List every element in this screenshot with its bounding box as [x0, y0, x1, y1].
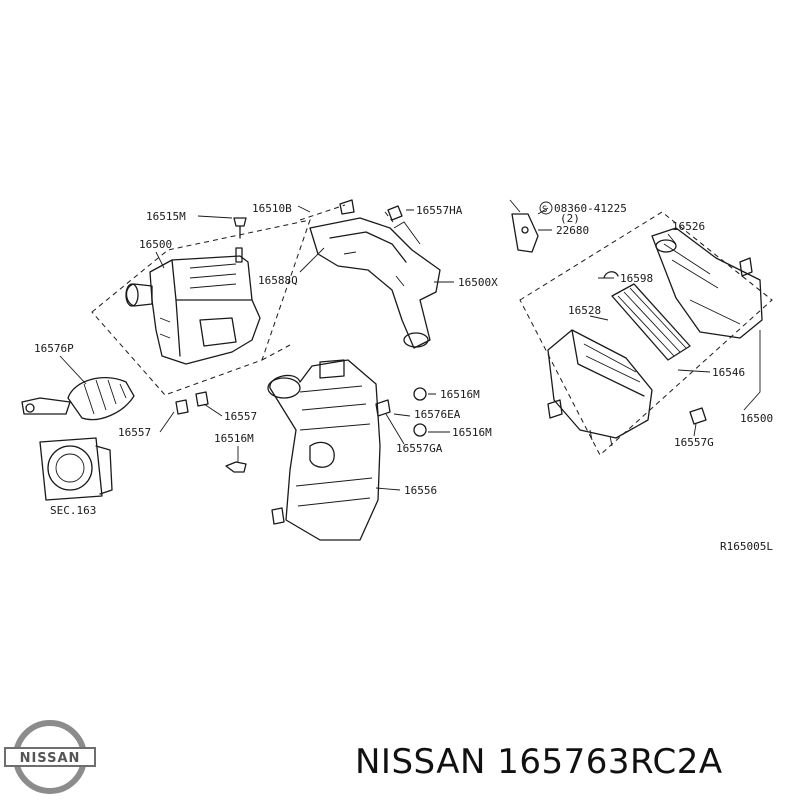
label-16576EA: 16576EA [414, 408, 461, 421]
label-16556: 16556 [404, 484, 437, 497]
label-16557-right: 16557 [224, 410, 257, 423]
clip-16598 [603, 271, 619, 279]
air-filter-16546 [611, 283, 691, 361]
label-qty-2: (2) [560, 212, 580, 225]
bolt-16516M-top-right [413, 387, 427, 437]
label-16516M-lower-left: 16516M [214, 432, 254, 445]
label-08360-41225: 08360-41225 [554, 202, 627, 215]
label-16515M: 16515M [146, 210, 186, 223]
label-s-marker: S [542, 205, 547, 215]
part-number-caption: NISSAN 165763RC2A [355, 742, 723, 782]
grommet-16557-right [195, 391, 209, 407]
nissan-logo-text: NISSAN [20, 751, 81, 766]
air-box-upper-16500 [125, 247, 261, 365]
label-16557-left: 16557 [118, 426, 151, 439]
label-16588Q: 16588Q [258, 274, 298, 287]
diagram-reference-code: R165005L [720, 540, 773, 553]
s-circle-icon [539, 201, 553, 215]
air-cleaner-cover-16526 [651, 227, 763, 339]
grommet-16557-left [175, 399, 189, 415]
label-16576P: 16576P [34, 342, 74, 355]
label-16500-right: 16500 [740, 412, 773, 425]
dashed-link-lower [261, 344, 291, 361]
mass-airflow-sensor-22680 [509, 199, 539, 253]
label-16516M-top: 16516M [440, 388, 480, 401]
label-sec163: SEC.163 [50, 504, 96, 517]
grommet-16557GA [375, 399, 391, 417]
label-16500X: 16500X [458, 276, 498, 289]
clip-16510B-top [339, 199, 355, 215]
leader-lines [59, 205, 761, 491]
resonator-lower-16556 [267, 359, 381, 541]
throttle-body-sec163 [39, 437, 113, 501]
label-22680: 22680 [556, 224, 589, 237]
dashed-group-right-box [519, 211, 773, 456]
label-16598: 16598 [620, 272, 653, 285]
label-16557HA: 16557HA [416, 204, 463, 217]
air-cleaner-body-16528 [547, 329, 653, 447]
label-16546: 16546 [712, 366, 745, 379]
intake-hose-16576P [21, 377, 135, 421]
air-duct-16500X [309, 217, 441, 349]
label-16528: 16528 [568, 304, 601, 317]
dashed-group-left [91, 219, 311, 396]
label-16557G: 16557G [674, 436, 714, 449]
grommet-16557G [689, 407, 707, 425]
nissan-logo: NISSAN [4, 720, 96, 794]
grommet-16557HA [387, 205, 403, 221]
label-16516M-bottom: 16516M [452, 426, 492, 439]
label-16500-upper: 16500 [139, 238, 172, 251]
bolt-16516M-lower-left [225, 461, 247, 473]
label-16526: 16526 [672, 220, 705, 233]
fastener-bolt-16515M [233, 217, 247, 239]
label-16557GA: 16557GA [396, 442, 443, 455]
label-16510B: 16510B [252, 202, 292, 215]
